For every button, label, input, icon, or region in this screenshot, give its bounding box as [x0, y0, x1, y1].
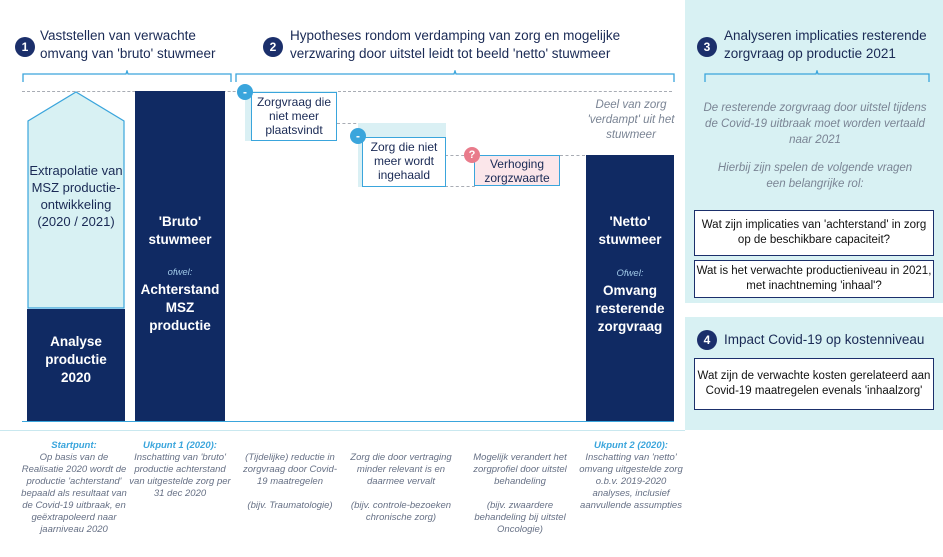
- verhoging-label: Verhoging zorgzwaarte: [484, 157, 550, 185]
- extrapolatie-label: Extrapolatie van MSZ productie-ontwikkel…: [29, 163, 123, 229]
- ukpunt1-text: Inschatting van 'bruto' productie achter…: [129, 452, 231, 499]
- baseline: [22, 421, 674, 422]
- question-capaciteit: Wat zijn implicaties van 'achterstand' i…: [694, 210, 934, 256]
- startpunt-text: Op basis van de Realisatie 2020 wordt de…: [21, 452, 127, 535]
- reductie-example: (bijv. Traumatologie): [247, 500, 333, 511]
- ingehaald-box: Zorg die niet meer wordt ingehaald: [362, 137, 446, 187]
- netto-bar: [586, 155, 674, 421]
- question-kosten: Wat zijn de verwachte kosten gerelateerd…: [694, 358, 934, 410]
- ukpunt1-title: Ukpunt 1 (2020):: [143, 440, 217, 451]
- bruto-ofwel: ofwel:: [167, 267, 193, 278]
- panel-separator: [685, 303, 943, 317]
- analyse-bar: [27, 309, 125, 421]
- bottom-line: [0, 430, 685, 431]
- minus-icon: -: [237, 84, 253, 100]
- header-2: Hypotheses rondom verdamping van zorg en…: [290, 28, 621, 61]
- startpunt-note: Startpunt: Op basis van de Realisatie 20…: [18, 440, 130, 536]
- zorgprofiel-note: Mogelijk verandert het zorgprofiel door …: [465, 452, 575, 536]
- extrapolatie-arrow: [27, 91, 125, 309]
- step-2-number: 2: [263, 37, 283, 57]
- zorgvraag-box: Zorgvraag die niet meer plaatsvindt: [251, 92, 337, 141]
- bruto-bar: [135, 91, 225, 421]
- zorgprofiel-example: (bijv. zwaardere behandeling bij uitstel…: [474, 500, 566, 535]
- brace-3: [704, 70, 930, 82]
- bruto-subtitle: Achterstand MSZ productie: [140, 282, 220, 333]
- header-4: Impact Covid-19 op kostenniveau: [724, 332, 925, 347]
- netto-title: 'Netto' stuwmeer: [598, 214, 662, 247]
- vertraging-text: Zorg die door vertraging minder relevant…: [350, 452, 452, 487]
- verdampt-note: Deel van zorg 'verdampt' uit het stuwmee…: [587, 99, 675, 141]
- brace-1: [22, 70, 232, 82]
- netto-subtitle: Omvang resterende zorgvraag: [595, 283, 665, 334]
- brace-2: [235, 70, 675, 82]
- level-dashed-2: [445, 155, 475, 156]
- reductie-note: (Tijdelijke) reductie in zorgvraag door …: [240, 452, 340, 512]
- top-dashed-line: [22, 91, 672, 92]
- ukpunt1-note: Ukpunt 1 (2020): Inschatting van 'bruto'…: [128, 440, 232, 500]
- step-1-number: 1: [15, 37, 35, 57]
- header-3: Analyseren implicaties resterende zorgvr…: [724, 28, 927, 61]
- zorgprofiel-text: Mogelijk verandert het zorgprofiel door …: [473, 452, 567, 487]
- level-dashed-4: [445, 186, 475, 187]
- ukpunt2-note: Ukpunt 2 (2020): Inschatting van 'netto'…: [578, 440, 684, 512]
- ukpunt2-text: Inschatting van 'netto' omvang uitgestel…: [579, 452, 683, 511]
- step-4-number: 4: [697, 330, 717, 350]
- panel-hierbij: Hierbij zijn spelen de volgende vragen e…: [717, 162, 913, 190]
- ukpunt2-title: Ukpunt 2 (2020):: [594, 440, 668, 451]
- analyse-label: Analyse productie 2020: [45, 334, 107, 385]
- vertraging-note: Zorg die door vertraging minder relevant…: [345, 452, 457, 524]
- startpunt-title: Startpunt:: [51, 440, 97, 451]
- verhoging-box: [474, 155, 560, 186]
- level-dashed-1: [337, 123, 367, 124]
- header-1: Vaststellen van verwachte omvang van 'br…: [40, 28, 216, 61]
- reductie-text: (Tijdelijke) reductie in zorgvraag door …: [243, 452, 337, 487]
- panel-intro: De resterende zorgvraag door uitstel tij…: [703, 102, 927, 146]
- netto-ofwel: Ofwel:: [616, 268, 644, 279]
- question-icon: ?: [464, 147, 480, 163]
- bruto-title: 'Bruto' stuwmeer: [148, 214, 212, 247]
- step-3-number: 3: [697, 37, 717, 57]
- minus-icon-2: -: [350, 128, 366, 144]
- question-productieniveau: Wat is het verwachte productieniveau in …: [694, 260, 934, 298]
- level-dashed-3: [560, 155, 585, 156]
- vertraging-example: (bijv. controle-bezoeken chronische zorg…: [350, 500, 452, 523]
